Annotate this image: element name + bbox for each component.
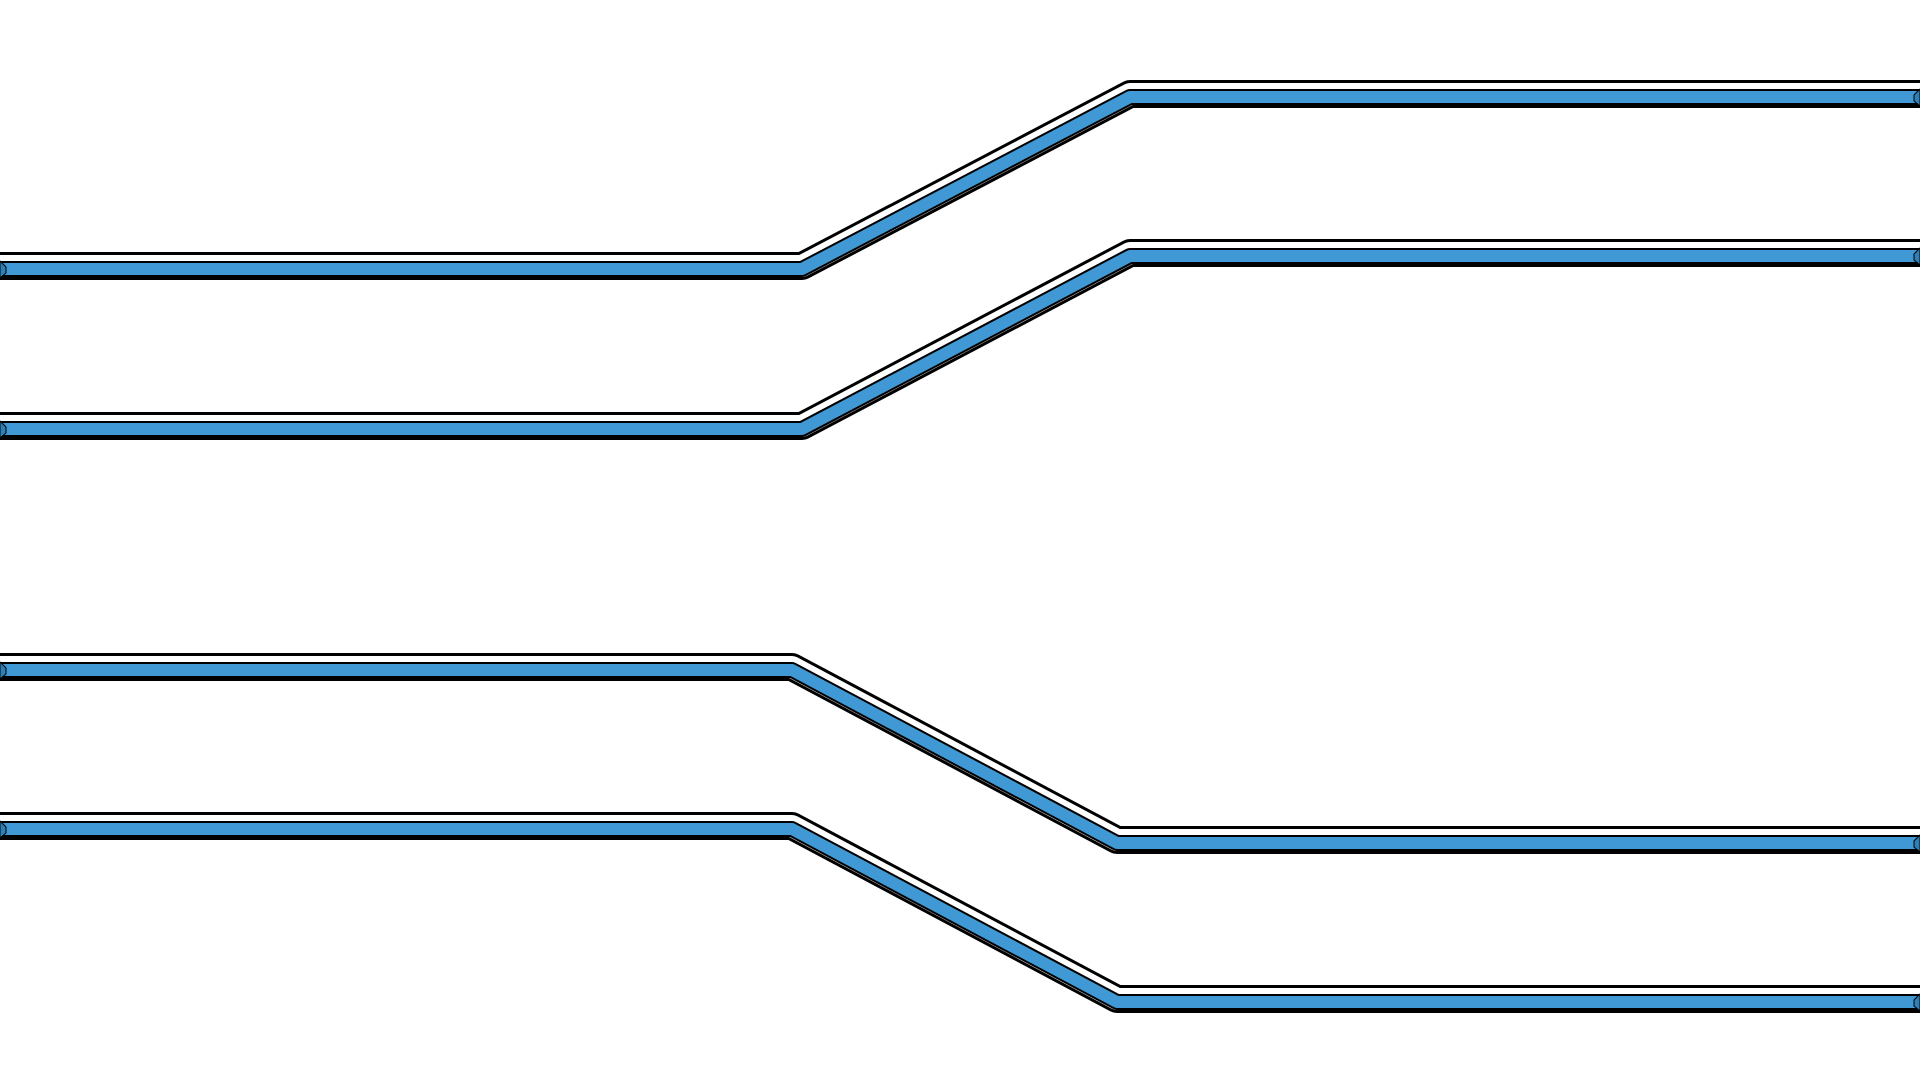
pipe-right-end-cap	[1913, 88, 1920, 107]
pipe-2	[0, 239, 1920, 440]
pipe-3	[0, 653, 1920, 854]
pipe-left-end-cap	[0, 820, 7, 839]
pipe-right-end-cap	[1913, 247, 1920, 266]
pipe-fill	[0, 664, 1920, 849]
pipe-fill	[0, 823, 1920, 1008]
pipe-left-end-cap	[0, 260, 7, 279]
pipe-4	[0, 812, 1920, 1013]
pipe-right-end-cap	[1913, 834, 1920, 853]
pipe-fill	[0, 91, 1920, 275]
pipe-1	[0, 80, 1920, 280]
pipe-right-end-cap	[1913, 993, 1920, 1012]
pipe-fill	[0, 250, 1920, 435]
pipe-left-end-cap	[0, 420, 7, 439]
pipe-left-end-cap	[0, 661, 7, 680]
